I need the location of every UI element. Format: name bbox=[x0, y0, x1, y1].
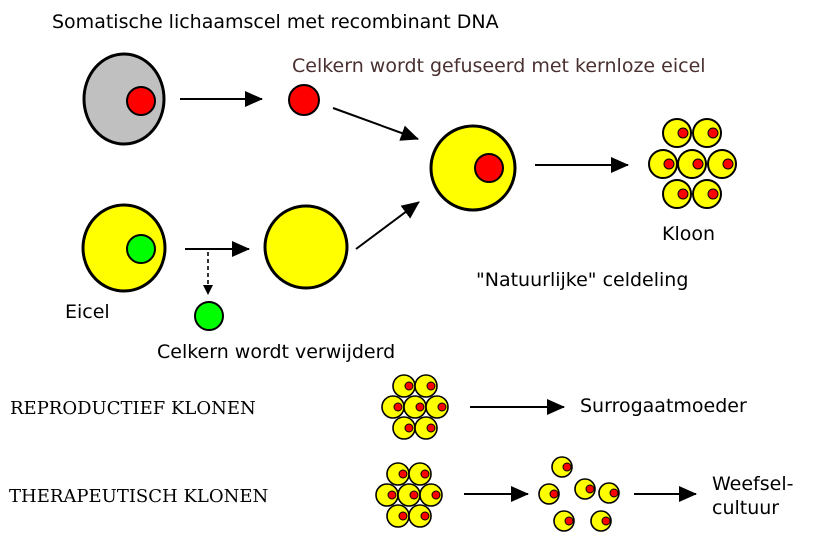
clone-cell bbox=[662, 118, 692, 148]
extracted-nucleus bbox=[288, 84, 320, 116]
egg-cell bbox=[81, 203, 167, 293]
embryo-cell bbox=[425, 395, 449, 419]
embryo-cell-nucleus bbox=[409, 490, 419, 500]
clone-cell-nucleus bbox=[707, 127, 719, 139]
clone-cell-nucleus bbox=[677, 188, 689, 200]
separated-cell-nucleus bbox=[564, 516, 574, 526]
separated-cell-nucleus bbox=[601, 516, 611, 526]
embryo-cell-nucleus bbox=[398, 469, 408, 479]
surrogate-mother-label: Surrogaatmoeder bbox=[580, 395, 747, 417]
clone-cell-nucleus bbox=[722, 158, 734, 170]
clone-cluster bbox=[648, 118, 737, 209]
egg-cell-label: Eicel bbox=[65, 301, 110, 323]
embryo-cell-nucleus bbox=[420, 511, 430, 521]
somatic-cell bbox=[82, 52, 166, 146]
embryo-cell-nucleus bbox=[387, 490, 397, 500]
clone-cell bbox=[692, 118, 722, 148]
embryo-cell-nucleus bbox=[415, 402, 425, 412]
embryo-cell-nucleus bbox=[420, 469, 430, 479]
egg-cell-nucleus bbox=[126, 234, 156, 264]
somatic-cell-title: Somatische lichaamscel met recombinant D… bbox=[52, 11, 499, 33]
embryo-cell-nucleus bbox=[404, 381, 414, 391]
separated-cell-nucleus bbox=[562, 462, 572, 472]
natural-division-label: "Natuurlijke" celdeling bbox=[476, 269, 688, 291]
clone-cell-nucleus bbox=[677, 127, 689, 139]
embryo-cell-nucleus bbox=[431, 490, 441, 500]
separated-cell bbox=[590, 510, 612, 532]
nucleus-fused-label: Celkern wordt gefuseerd met kernloze eic… bbox=[292, 55, 706, 77]
clone-cell bbox=[677, 149, 707, 179]
separated-cells bbox=[538, 456, 620, 532]
reproductive-cloning-label: REPRODUCTIEF KLONEN bbox=[10, 398, 256, 419]
clone-cell-nucleus bbox=[692, 158, 704, 170]
separated-cell bbox=[598, 482, 620, 504]
separated-cell-nucleus bbox=[609, 488, 619, 498]
clone-cell-nucleus bbox=[707, 188, 719, 200]
fused-cell-nucleus bbox=[474, 153, 504, 183]
embryo-cell bbox=[414, 416, 438, 440]
clone-cell bbox=[707, 149, 737, 179]
nucleus-removed-label: Celkern wordt verwijderd bbox=[157, 341, 395, 363]
clone-cell bbox=[692, 179, 722, 209]
therapeutic-embryo-cluster bbox=[375, 462, 443, 528]
clone-cell-nucleus bbox=[663, 158, 675, 170]
embryo-cell-nucleus bbox=[398, 511, 408, 521]
somatic-cell-nucleus bbox=[126, 86, 156, 116]
embryo-cell bbox=[408, 504, 432, 528]
embryo-cell-nucleus bbox=[437, 402, 447, 412]
separated-cell bbox=[553, 510, 575, 532]
embryo-cell-nucleus bbox=[404, 423, 414, 433]
separated-cell bbox=[574, 478, 596, 500]
separated-cell-nucleus bbox=[549, 489, 559, 499]
separated-cell bbox=[538, 483, 560, 505]
nucleus-to-fusion-arrow bbox=[332, 107, 419, 141]
embryo-cell-nucleus bbox=[426, 423, 436, 433]
clone-cell bbox=[662, 179, 692, 209]
enucleated-egg-cell bbox=[263, 204, 349, 290]
embryo-cell-nucleus bbox=[393, 402, 403, 412]
embryo-cell bbox=[408, 462, 432, 486]
clone-label: Kloon bbox=[662, 223, 715, 245]
therapeutic-cloning-label: THERAPEUTISCH KLONEN bbox=[9, 486, 268, 507]
separated-cell-nucleus bbox=[585, 484, 595, 494]
separated-cell bbox=[551, 456, 573, 478]
tissue-culture-label-line2: cultuur bbox=[712, 497, 779, 519]
removed-nucleus bbox=[194, 301, 224, 331]
reproductive-embryo-cluster bbox=[381, 374, 449, 440]
fused-cell bbox=[429, 124, 517, 212]
tissue-culture-label-line1: Weefsel- bbox=[712, 473, 793, 495]
embryo-cell bbox=[414, 374, 438, 398]
egg-to-fusion-arrow bbox=[355, 201, 420, 250]
embryo-cell-nucleus bbox=[426, 381, 436, 391]
embryo-cell bbox=[419, 483, 443, 507]
